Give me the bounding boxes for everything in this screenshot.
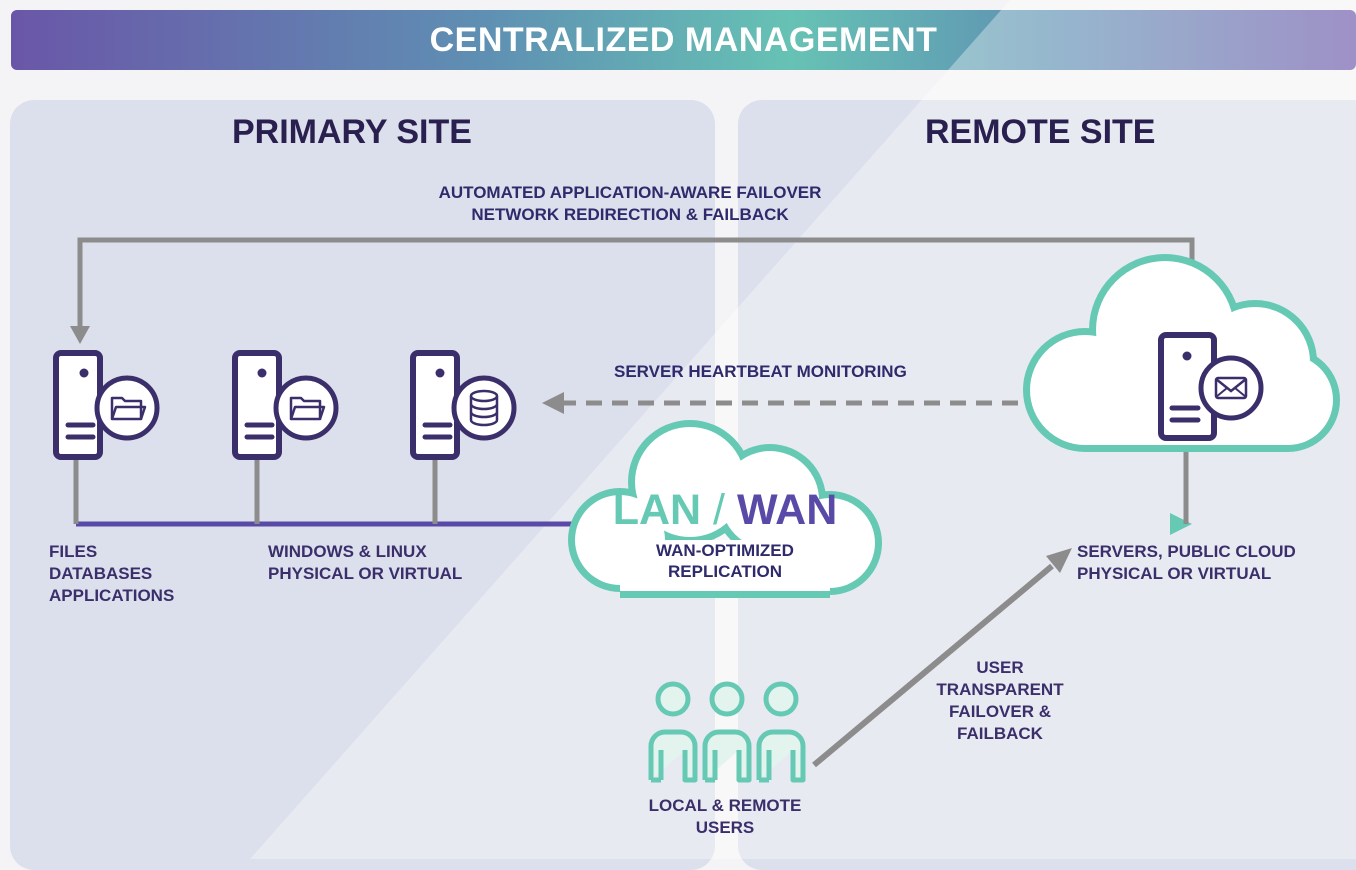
- replication-caption: WAN-OPTIMIZED REPLICATION: [580, 540, 870, 582]
- server-icon: [53, 350, 103, 460]
- remote-targets-label-line1: SERVERS, PUBLIC CLOUD: [1077, 542, 1296, 561]
- heartbeat-label: SERVER HEARTBEAT MONITORING: [614, 362, 907, 381]
- user-failover-label-line1: USER: [976, 658, 1024, 677]
- user-failover-label-line2: TRANSPARENT: [936, 680, 1064, 699]
- users-label-line2: USERS: [695, 818, 755, 837]
- failover-label: AUTOMATED APPLICATION-AWARE FAILOVER NET…: [330, 182, 930, 226]
- replication-caption-line2: REPLICATION: [668, 562, 782, 581]
- workloads-label-databases: DATABASES: [49, 564, 153, 583]
- replication-line: [76, 445, 1192, 535]
- centralized-management-banner: CENTRALIZED MANAGEMENT: [11, 10, 1356, 70]
- server-icon: [232, 350, 282, 460]
- primary-site-panel: [10, 100, 715, 870]
- server-drops: [73, 458, 438, 524]
- failover-label-line2: NETWORK REDIRECTION & FAILBACK: [471, 205, 789, 224]
- user-failover-label-line4: FAILBACK: [957, 724, 1043, 743]
- workloads-label-applications: APPLICATIONS: [49, 586, 175, 605]
- user-failover-arrow: [812, 548, 1072, 768]
- database-icon: [451, 375, 517, 441]
- primary-site-title: PRIMARY SITE: [232, 113, 472, 151]
- user-failover-label-line3: FAILOVER &: [948, 702, 1051, 721]
- remote-targets-label-line2: PHYSICAL OR VIRTUAL: [1077, 564, 1272, 583]
- users-label: LOCAL & REMOTE USERS: [605, 795, 845, 839]
- workloads-label: FILES DATABASES APPLICATIONS: [49, 541, 174, 607]
- lan-wan-cloud-icon: [568, 420, 882, 598]
- banner-title: CENTRALIZED MANAGEMENT: [429, 20, 938, 59]
- workloads-label-files: FILES: [49, 542, 98, 561]
- remote-targets-label: SERVERS, PUBLIC CLOUD PHYSICAL OR VIRTUA…: [1077, 541, 1296, 585]
- platforms-label: WINDOWS & LINUX PHYSICAL OR VIRTUAL: [268, 541, 462, 585]
- users-label-line1: LOCAL & REMOTE: [648, 796, 802, 815]
- user-failover-label: USER TRANSPARENT FAILOVER & FAILBACK: [900, 657, 1100, 745]
- mail-icon: [1198, 355, 1264, 421]
- lan-wan-title: LAN / WAN: [580, 486, 870, 534]
- folder-icon: [273, 375, 339, 441]
- users-icon: [648, 681, 806, 783]
- failover-arrow: [70, 237, 1202, 344]
- failover-label-line1: AUTOMATED APPLICATION-AWARE FAILOVER: [438, 183, 822, 202]
- server-icon: [410, 350, 460, 460]
- platforms-label-os: WINDOWS & LINUX: [268, 542, 427, 561]
- wan-text: WAN: [736, 486, 838, 534]
- folder-icon: [94, 375, 160, 441]
- lan-text: LAN: [612, 486, 702, 534]
- heartbeat-arrow: [542, 392, 1018, 414]
- slash-text: /: [713, 486, 725, 534]
- platforms-label-type: PHYSICAL OR VIRTUAL: [268, 564, 463, 583]
- replication-caption-line1: WAN-OPTIMIZED: [656, 541, 794, 560]
- remote-site-title: REMOTE SITE: [925, 113, 1156, 151]
